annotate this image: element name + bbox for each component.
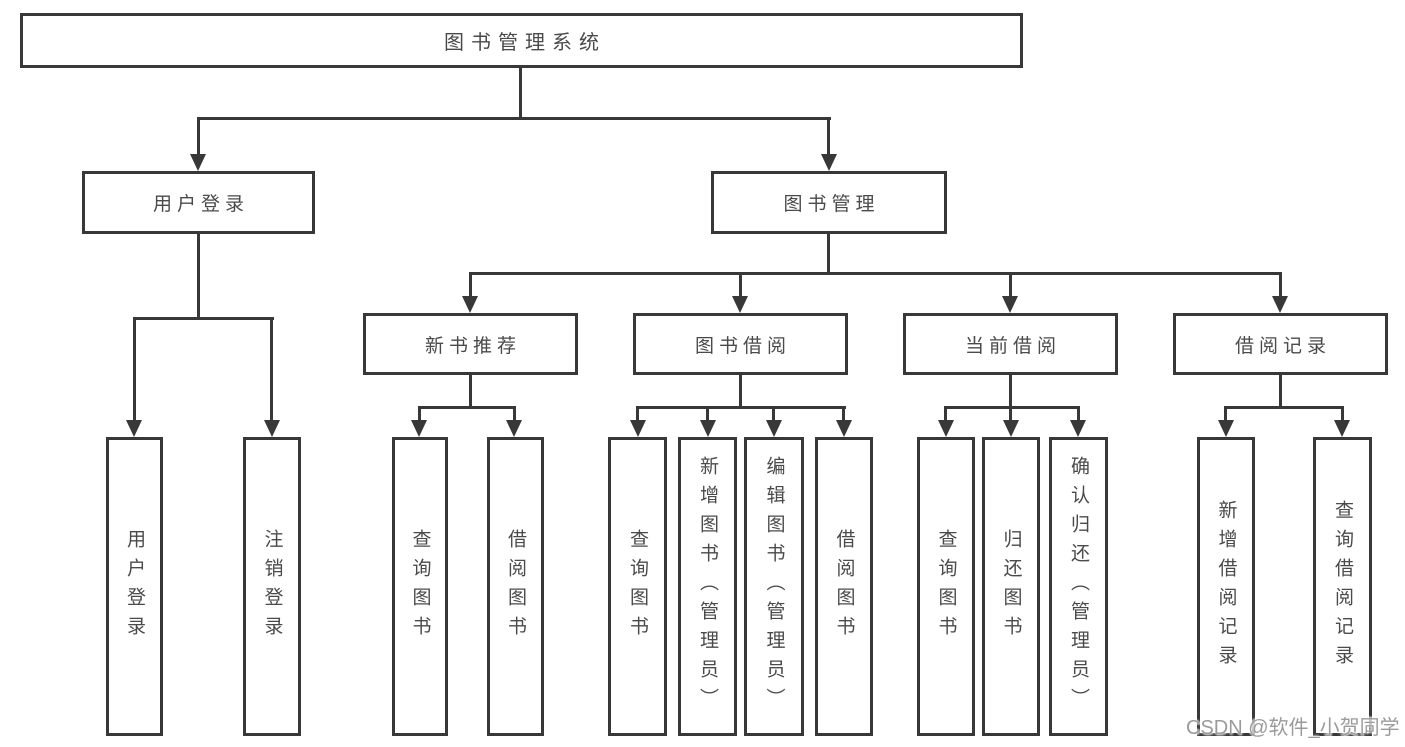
node-bb-query-books: 查询图书 [608, 437, 667, 736]
node-br-query-record: 查询借阅记录 [1313, 437, 1372, 736]
node-label: 查询借阅记录 [1332, 499, 1353, 674]
arrow-to-cb-return [1003, 420, 1019, 437]
connector-record-stem [1279, 272, 1282, 300]
node-leaf-user-login: 用户登录 [106, 437, 163, 736]
node-label: 新增借阅记录 [1215, 499, 1237, 674]
connector-nb-borrow-stem [513, 406, 516, 422]
connector-current-stem [1009, 272, 1012, 300]
connector-current-down [1009, 375, 1012, 406]
node-label: 借阅图书 [833, 528, 855, 645]
arrow-to-user-login [190, 154, 206, 171]
node-library-management-system: 图书管理系统 [20, 13, 1023, 68]
node-user-login: 用户登录 [82, 171, 315, 234]
node-current-borrowing: 当前借阅 [903, 313, 1118, 375]
connector-book-mgmt-down [827, 234, 830, 272]
node-cb-query-books: 查询图书 [917, 437, 975, 736]
connector-new-book-down [469, 375, 472, 406]
csdn-watermark: CSDN @软件_小贺同学 [1186, 717, 1400, 739]
node-label: 归还图书 [1000, 528, 1022, 645]
node-label: 查询图书 [935, 528, 957, 645]
node-label: 查询图书 [627, 528, 648, 645]
node-bb-borrow-books: 借阅图书 [815, 437, 873, 736]
arrow-to-book-mgmt [821, 154, 837, 171]
connector-cb-return-stem [1009, 406, 1012, 422]
node-cb-return-books: 归还图书 [982, 437, 1040, 736]
connector-bb-query-stem [636, 406, 639, 422]
connector-level2-rail [469, 272, 1281, 275]
arrow-to-bb-query [630, 420, 646, 437]
arrow-to-nb-borrow [506, 420, 522, 437]
arrow-to-new-book [462, 296, 478, 313]
arrow-to-br-add [1218, 420, 1234, 437]
node-label: 当前借阅 [964, 335, 1061, 357]
connector-bb-add-stem [706, 406, 709, 422]
node-label: 编辑图书（管理员） [763, 456, 785, 717]
node-nb-borrow-books: 借阅图书 [487, 437, 544, 736]
arrow-to-record [1272, 296, 1288, 313]
node-book-borrowing: 图书借阅 [633, 313, 848, 375]
arrow-to-cb-confirm [1070, 420, 1086, 437]
node-label: 图书借阅 [694, 335, 791, 357]
connector-bb-borrow-stem [842, 406, 845, 422]
connector-record-down [1279, 375, 1282, 406]
connector-leaf-login-stem [133, 317, 136, 421]
node-new-book-recommend: 新书推荐 [363, 313, 578, 375]
connector-nb-query-stem [418, 406, 421, 422]
connector-level1-rail [197, 117, 831, 120]
node-label: 查询图书 [409, 528, 431, 645]
node-label: 借阅图书 [505, 528, 526, 645]
node-borrow-records: 借阅记录 [1173, 313, 1388, 375]
arrow-to-leaf-login [126, 420, 142, 437]
connector-borrow-stem [739, 272, 742, 300]
node-leaf-logout: 注销登录 [243, 437, 301, 736]
node-br-add-record: 新增借阅记录 [1197, 437, 1255, 736]
connector-leaf-logout-stem [270, 317, 273, 421]
connector-user-login-rail [133, 317, 274, 320]
node-label: 新书推荐 [424, 335, 521, 357]
node-cb-confirm-return-admin: 确认归还（管理员） [1049, 437, 1108, 736]
arrow-to-bb-edit [766, 420, 782, 437]
node-label: 用户登录 [124, 528, 145, 645]
connector-book-mgmt-stem [827, 117, 830, 157]
connector-borrow-down [739, 375, 742, 406]
node-nb-query-books: 查询图书 [392, 437, 448, 736]
node-label: 确认归还（管理员） [1068, 456, 1089, 717]
arrow-to-leaf-logout [264, 420, 280, 437]
node-label: 注销登录 [261, 528, 283, 645]
arrow-to-borrow [732, 296, 748, 313]
connector-user-login-down [197, 234, 200, 317]
arrow-to-current [1002, 296, 1018, 313]
connector-new-book-stem [469, 272, 472, 300]
arrow-to-nb-query [411, 420, 427, 437]
arrow-to-bb-borrow [836, 420, 852, 437]
connector-record-rail [1224, 406, 1344, 409]
node-bb-edit-books-admin: 编辑图书（管理员） [744, 437, 804, 736]
connector-br-query-stem [1341, 406, 1344, 422]
connector-root-stub [519, 68, 522, 117]
connector-br-add-stem [1224, 406, 1227, 422]
connector-cb-query-stem [944, 406, 947, 422]
node-label: 借阅记录 [1234, 335, 1331, 357]
connector-current-rail [944, 406, 1080, 409]
arrow-to-bb-add [700, 420, 716, 437]
connector-cb-confirm-stem [1077, 406, 1080, 422]
node-book-management: 图书管理 [711, 171, 947, 234]
node-label: 新增图书（管理员） [697, 456, 718, 717]
connector-user-login-stem [197, 117, 200, 157]
node-label: 图书管理系统 [444, 32, 606, 54]
connector-bb-edit-stem [772, 406, 775, 422]
arrow-to-cb-query [938, 420, 954, 437]
node-bb-add-books-admin: 新增图书（管理员） [678, 437, 737, 736]
connector-borrow-rail [636, 406, 846, 409]
arrow-to-br-query [1334, 420, 1350, 437]
connector-new-book-rail [418, 406, 516, 409]
node-label: 用户登录 [152, 194, 249, 215]
node-label: 图书管理 [783, 194, 880, 215]
